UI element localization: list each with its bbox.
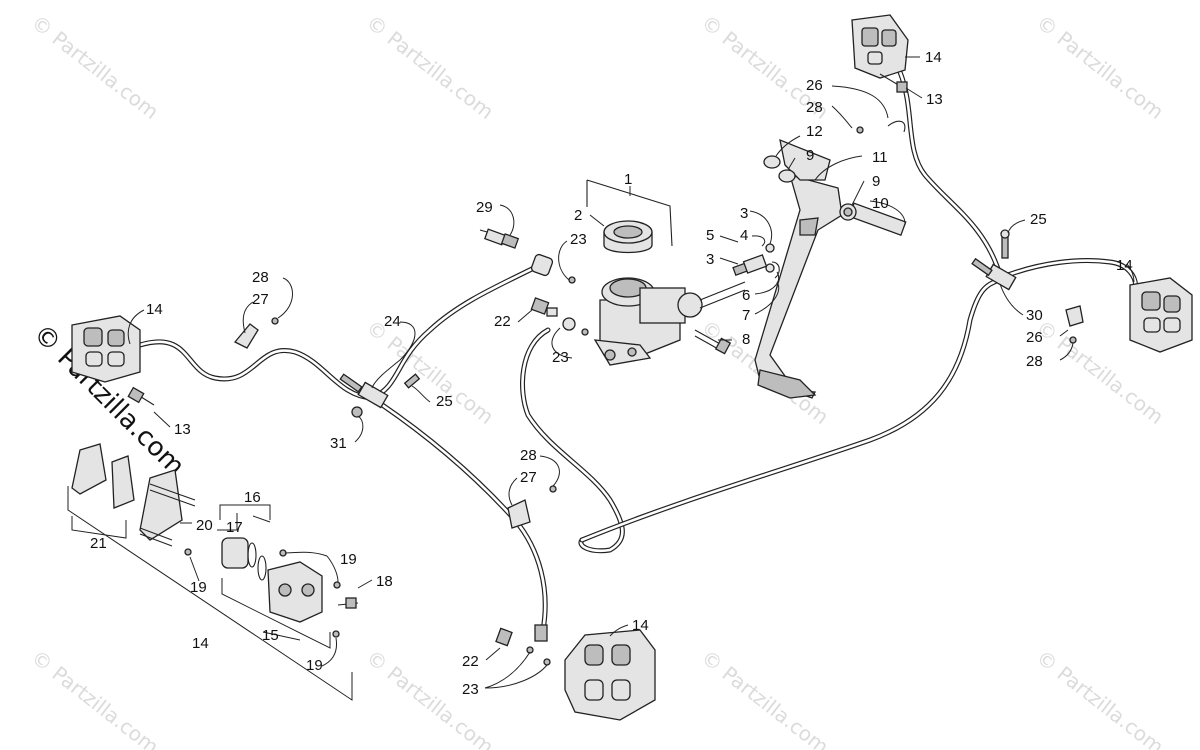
callout-23: 23 — [552, 349, 569, 366]
callout-25: 25 — [1030, 211, 1047, 228]
callout-14: 14 — [1116, 257, 1133, 274]
bleeder-18 — [337, 597, 359, 609]
callout-27: 27 — [520, 469, 537, 486]
watermark: © Partzilla.com — [362, 10, 498, 124]
callout-12: 12 — [806, 123, 823, 140]
piston-seal-17 — [221, 537, 267, 581]
clevis-assembly — [732, 243, 780, 279]
hose-clip-upper-left — [233, 317, 279, 349]
watermark: © Partzilla.com — [697, 645, 833, 750]
callout-8: 8 — [742, 331, 750, 348]
callout-29: 29 — [476, 199, 493, 216]
callout-3: 3 — [740, 205, 748, 222]
leader-lines — [127, 56, 1135, 689]
callout-16: 16 — [244, 489, 261, 506]
callout-7: 7 — [742, 307, 750, 324]
callout-28: 28 — [252, 269, 269, 286]
banjo-fitting-lower — [530, 297, 589, 336]
caliper-front-left — [71, 315, 155, 406]
junction-block-right — [971, 229, 1017, 291]
callout-31: 31 — [330, 435, 347, 452]
hose-clip-rear-right — [1065, 305, 1084, 344]
callout-19: 19 — [190, 579, 207, 596]
callout-14: 14 — [632, 617, 649, 634]
callout-5: 5 — [706, 227, 714, 244]
callout-20: 20 — [196, 517, 213, 534]
callout-28: 28 — [806, 99, 823, 116]
callout-19: 19 — [340, 551, 357, 568]
callouts: 1 2 29 23 5 3 4 3 6 7 8 22 23 24 28 27 1… — [90, 49, 1133, 698]
callout-3: 3 — [706, 251, 714, 268]
callout-25: 25 — [436, 393, 453, 410]
banjo-fitting-upper — [530, 253, 576, 284]
brake-pads-21 — [71, 443, 135, 509]
callout-19: 19 — [306, 657, 323, 674]
callout-9: 9 — [872, 173, 880, 190]
bushings-9-12 — [763, 155, 796, 183]
callout-23: 23 — [570, 231, 587, 248]
callout-15: 15 — [262, 627, 279, 644]
brake-hoses — [137, 69, 1139, 633]
watermark: © Partzilla.com — [27, 10, 163, 124]
callout-9: 9 — [806, 147, 814, 164]
group-bracket-21 — [71, 516, 127, 539]
callout-27: 27 — [252, 291, 269, 308]
callout-2: 2 — [574, 207, 582, 224]
group-bracket-15 — [221, 578, 331, 649]
watermark: © Partzilla.com — [1032, 645, 1168, 750]
callout-21: 21 — [90, 535, 107, 552]
callout-22: 22 — [494, 313, 511, 330]
hose-clip-center — [507, 485, 557, 529]
caliper-rear-right — [1129, 277, 1193, 353]
callout-1: 1 — [624, 171, 632, 188]
o-rings-19 — [184, 548, 341, 638]
callout-6: 6 — [742, 287, 750, 304]
callout-13: 13 — [174, 421, 191, 438]
bracket-1 — [586, 179, 673, 247]
reservoir-cap — [603, 220, 653, 254]
callout-13: 13 — [926, 91, 943, 108]
callout-22: 22 — [462, 653, 479, 670]
caliper-front-right — [851, 14, 909, 93]
callout-23: 23 — [462, 681, 479, 698]
callout-14: 14 — [925, 49, 942, 66]
callout-14: 14 — [192, 635, 209, 652]
watermark: © Partzilla.com — [27, 645, 163, 750]
group-bracket-16 — [219, 504, 271, 520]
callout-11: 11 — [872, 149, 888, 166]
pivot-bolt-10 — [839, 202, 907, 236]
callout-14: 14 — [146, 301, 163, 318]
master-cylinder — [593, 277, 746, 366]
callout-28: 28 — [520, 447, 537, 464]
callout-26: 26 — [806, 77, 823, 94]
callout-24: 24 — [384, 313, 401, 330]
callout-26: 26 — [1026, 329, 1043, 346]
hose-clip-upper-right — [856, 120, 906, 134]
callout-17: 17 — [226, 519, 243, 536]
callout-18: 18 — [376, 573, 393, 590]
group-bracket-14 — [67, 486, 353, 701]
caliper-body-15 — [267, 561, 323, 623]
caliper-rear-bottom — [495, 624, 656, 721]
callout-28: 28 — [1026, 353, 1043, 370]
caliper-bracket-20 — [139, 469, 196, 547]
callout-10: 10 — [872, 195, 889, 212]
brake-light-switch — [479, 228, 520, 249]
callout-30: 30 — [1026, 307, 1043, 324]
watermark: © Partzilla.com — [1032, 10, 1168, 124]
callout-4: 4 — [740, 227, 748, 244]
bolt-8 — [694, 329, 732, 355]
junction-block-left — [339, 373, 421, 418]
